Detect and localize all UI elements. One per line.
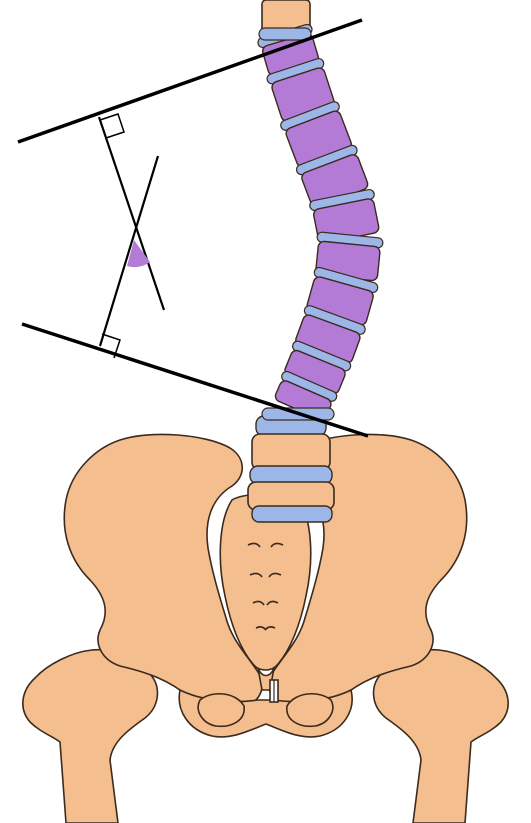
right-angle-marker — [100, 114, 124, 138]
lumbar-segment — [248, 416, 334, 522]
spine-illustration — [257, 23, 384, 421]
disc — [252, 506, 332, 522]
right-femur — [374, 650, 509, 823]
lower-perpendicular — [100, 156, 158, 346]
intervertebral-disc — [259, 28, 311, 40]
lumbar-vertebra — [252, 434, 330, 470]
upper-perpendicular — [99, 117, 164, 310]
left-femur — [23, 650, 158, 823]
